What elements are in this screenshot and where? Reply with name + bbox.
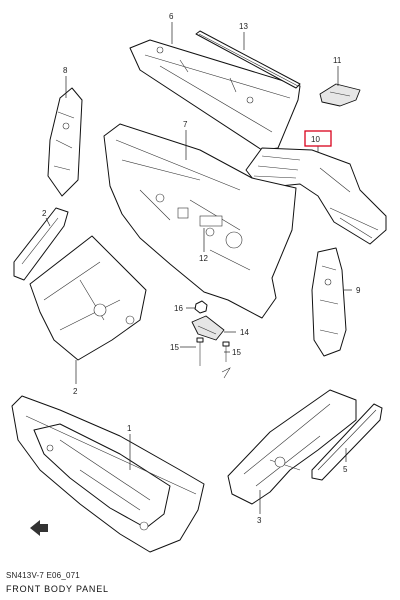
part-11-bracket — [319, 83, 361, 107]
callout-13: 13 — [239, 22, 248, 31]
callout-5: 5 — [343, 465, 348, 474]
callout-9: 9 — [356, 286, 361, 295]
front-arrow-icon — [30, 520, 48, 536]
callout-2-upper: 2 — [42, 209, 47, 218]
callout-10: 10 — [311, 135, 320, 144]
part-6-cowl-top — [129, 39, 301, 151]
callout-16: 16 — [174, 304, 183, 313]
callout-6: 6 — [169, 12, 174, 21]
callout-10-highlight: 10 — [304, 130, 332, 147]
part-2-upper-bracket — [13, 207, 69, 281]
callout-labels: 6 13 8 11 7 2 12 9 16 14 15 15 2 1 5 3 — [42, 12, 361, 525]
callout-1: 1 — [127, 424, 132, 433]
part-3-wheel-apron — [227, 389, 357, 505]
part-1-radiator-support — [11, 395, 205, 553]
diagram-title: FRONT BODY PANEL — [6, 584, 109, 594]
diagram-code: SN413V-7 E06_071 — [6, 571, 80, 580]
highlight-box — [304, 130, 332, 147]
callout-12: 12 — [199, 254, 208, 263]
leader-lines — [45, 22, 352, 514]
callout-3: 3 — [257, 516, 262, 525]
callout-2-lower: 2 — [73, 387, 78, 396]
callout-8: 8 — [63, 66, 68, 75]
callout-14: 14 — [240, 328, 249, 337]
callout-15-left: 15 — [170, 343, 179, 352]
part-7-dash-panel — [103, 123, 297, 319]
part-15-bolts — [196, 337, 231, 379]
part-10-reinforcement — [245, 147, 387, 245]
callout-11: 11 — [333, 56, 342, 65]
part-16-nut — [194, 300, 208, 314]
part-14-bracket — [191, 315, 225, 341]
callout-15-right: 15 — [232, 348, 241, 357]
part-9-side-member — [311, 247, 347, 357]
part-13-seal-strip — [195, 30, 301, 89]
part-8-side-member — [47, 87, 83, 197]
part-2-wheel-apron — [29, 235, 147, 361]
part-5-lower-rail — [311, 403, 383, 481]
callout-7: 7 — [183, 120, 188, 129]
